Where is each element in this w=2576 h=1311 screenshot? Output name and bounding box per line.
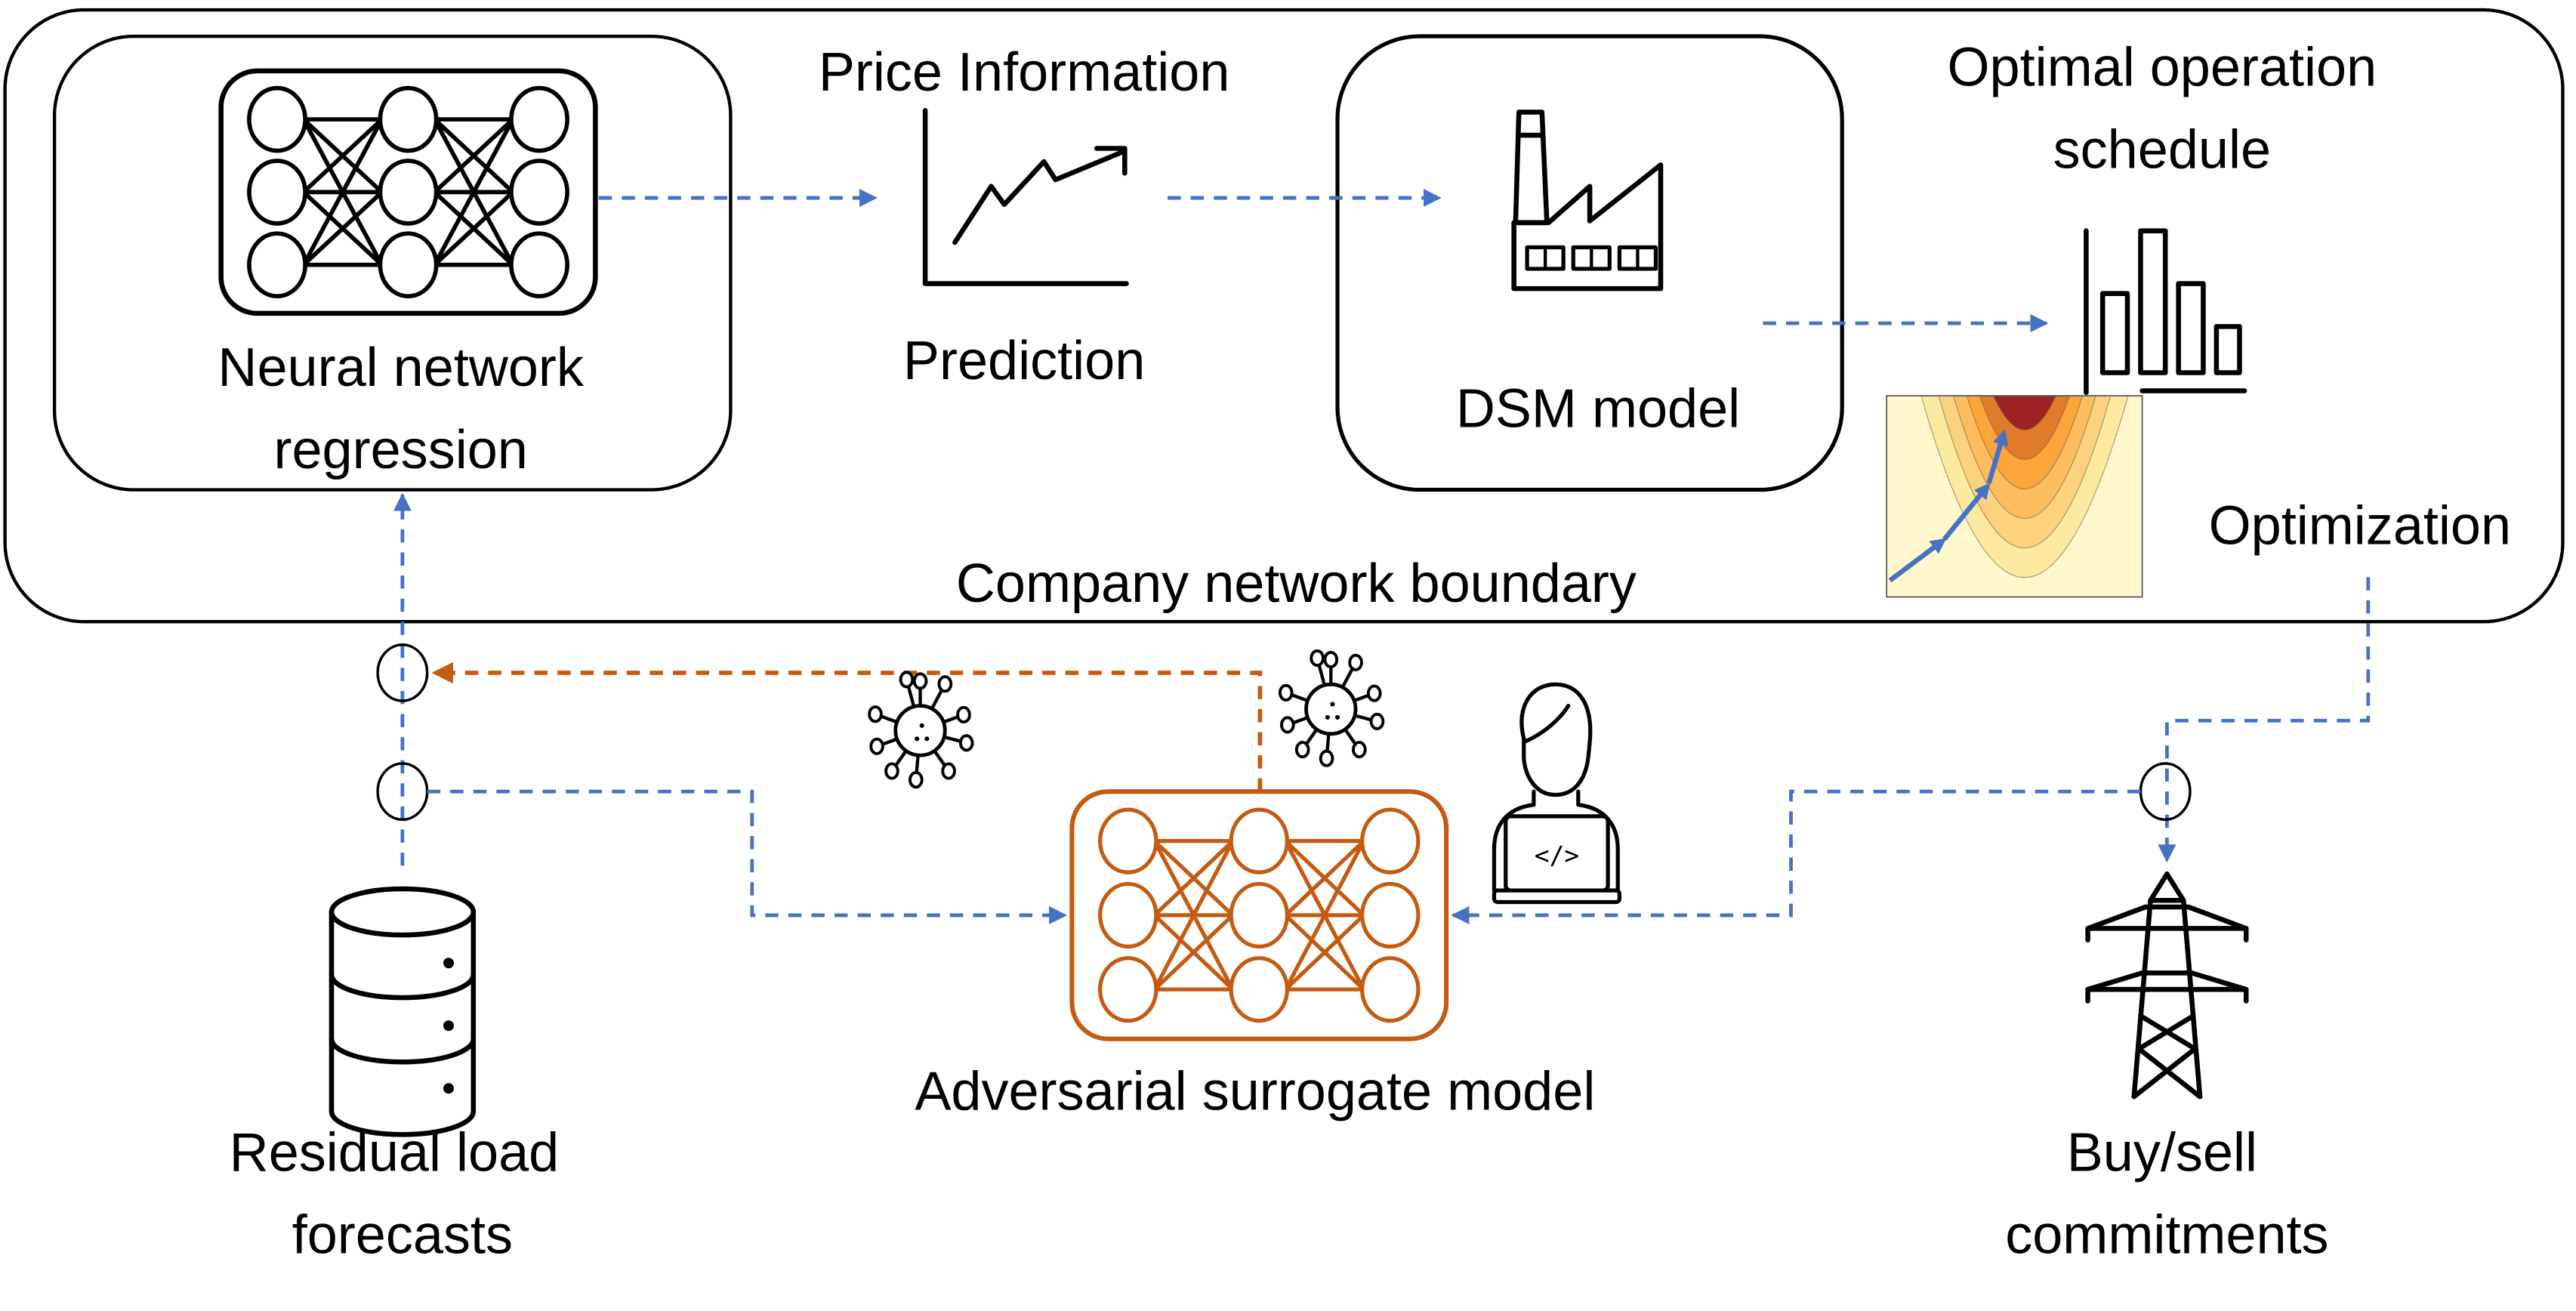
junction-attack (376, 643, 429, 702)
surrogate-model-node: Adversarial surrogate model (915, 789, 1595, 1122)
nn-connection (432, 118, 515, 267)
dsm-box (1335, 34, 1844, 492)
virus-spike (1352, 741, 1367, 759)
nn-connection (1283, 840, 1366, 991)
factory-icon (1511, 110, 1664, 292)
database-icon (329, 886, 477, 1137)
virus-spike (1369, 712, 1385, 730)
residual-label-1: Residual load (230, 1122, 560, 1183)
nn-neuron (1098, 956, 1158, 1023)
transmission-tower-icon (2085, 871, 2249, 1100)
dsm-model-node: DSM model (1335, 34, 1844, 492)
nn-neuron (378, 231, 439, 299)
virus-spike (868, 705, 883, 723)
nn-neuron (1229, 881, 1290, 949)
edge-attack-injection (431, 662, 1263, 792)
virus-spike (899, 671, 915, 689)
nn-connection (433, 190, 515, 267)
schedule-label-2: schedule (2053, 120, 2271, 180)
schedule-label-1: Optimal operation (1947, 38, 2377, 98)
nn-neuron (509, 85, 569, 153)
nn-regression-box (52, 34, 733, 492)
virus-spike (1279, 716, 1295, 734)
nn-neuron (378, 85, 439, 153)
boundary-label: Company network boundary (956, 554, 1637, 614)
nn-neuron (1229, 956, 1290, 1023)
optimization-node: Optimization (1886, 395, 2511, 598)
nn-neuron (247, 159, 307, 226)
nn-neuron (247, 85, 307, 153)
neural-network-icon (218, 68, 598, 316)
nn-connection (433, 118, 515, 194)
nn-connection (301, 118, 384, 267)
nn-connection (1152, 840, 1235, 991)
dsm-model-label: DSM model (1456, 379, 1740, 440)
virus-spike (941, 762, 956, 780)
virus-spike (909, 771, 924, 789)
nn-neuron (1098, 881, 1158, 949)
nn-neuron (509, 231, 569, 299)
virus-spike (912, 672, 928, 690)
line-chart-trend-icon (922, 108, 1129, 286)
virus-spike (1310, 649, 1325, 668)
company-network-boundary (3, 8, 2565, 624)
code-glyph: </> (1535, 841, 1579, 870)
market-label-2: commitments (2005, 1205, 2328, 1266)
schedule-node: Optimal operation schedule (1947, 38, 2377, 395)
virus-spike (1323, 650, 1339, 669)
nn-regression-label-1: Neural network (217, 338, 584, 398)
virus-spike (958, 734, 974, 752)
edge-optimization-to-market (2158, 577, 2371, 863)
nn-connection (1284, 839, 1365, 917)
nn-neuron (1360, 807, 1421, 875)
virus-icon (1278, 649, 1385, 767)
hacker-laptop-icon: </> (1492, 682, 1622, 905)
bar-chart-icon (2084, 228, 2247, 395)
price-prediction-node: Price Information Prediction (819, 42, 1230, 391)
virus-spike (1294, 741, 1310, 759)
nn-neuron (1098, 807, 1158, 875)
nn-regression-label-2: regression (274, 420, 528, 480)
virus-spike (1348, 653, 1363, 671)
nn-neuron (247, 231, 307, 299)
nn-regression-node: Neural network regression (52, 34, 733, 492)
contour-plot-icon (1886, 396, 2143, 597)
nn-connection (302, 190, 384, 267)
prediction-label: Prediction (903, 331, 1145, 391)
nn-connection (302, 118, 384, 194)
contour-frame (1886, 395, 2143, 598)
nn-neuron (1229, 807, 1290, 875)
virus-spike (1278, 683, 1294, 702)
virus-spike (937, 675, 953, 693)
virus-spike (956, 705, 971, 724)
virus-spike (884, 762, 899, 780)
market-label-1: Buy/sell (2067, 1122, 2257, 1183)
nn-neuron (509, 159, 569, 226)
virus-spike (869, 737, 884, 755)
neural-network-icon (1069, 789, 1449, 1041)
nn-neuron (378, 159, 439, 226)
nn-connection (1152, 839, 1235, 917)
virus-spike (1366, 684, 1382, 702)
nn-neuron (1360, 881, 1421, 949)
contour-band (1993, 396, 2056, 430)
gradient-path-icon (1888, 429, 2009, 583)
edge-residual-to-surrogate (427, 789, 1068, 924)
residual-label-2: forecasts (292, 1205, 513, 1266)
surrogate-label: Adversarial surrogate model (915, 1062, 1595, 1122)
virus-spike (1319, 749, 1334, 767)
nn-neuron (1360, 956, 1421, 1023)
nn-connection (1284, 914, 1365, 992)
virus-icon (868, 671, 974, 789)
edge-market-to-surrogate (1451, 789, 2141, 924)
nn-connection (1152, 914, 1235, 992)
optimization-label: Optimization (2209, 496, 2511, 557)
price-information-label: Price Information (819, 42, 1230, 103)
